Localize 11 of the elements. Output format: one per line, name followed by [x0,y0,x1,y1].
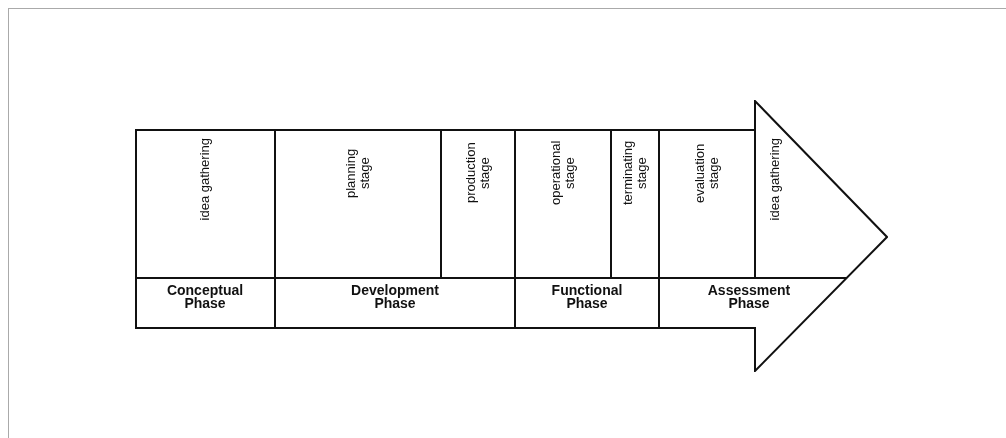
stage-label: terminating stage [621,139,649,208]
stage-label: operational stage [549,139,577,208]
phase-label: Development Phase [350,284,440,310]
phase-label: Conceptual Phase [165,284,245,310]
stage-label: production stage [464,141,492,206]
stage-label: planning stage [344,147,372,200]
phase-label: Assessment Phase [706,284,792,310]
stage-label: idea gathering [768,138,782,221]
stage-label: evaluation stage [693,142,721,205]
stage-label: idea gathering [198,138,212,221]
phase-label: Functional Phase [550,284,624,310]
